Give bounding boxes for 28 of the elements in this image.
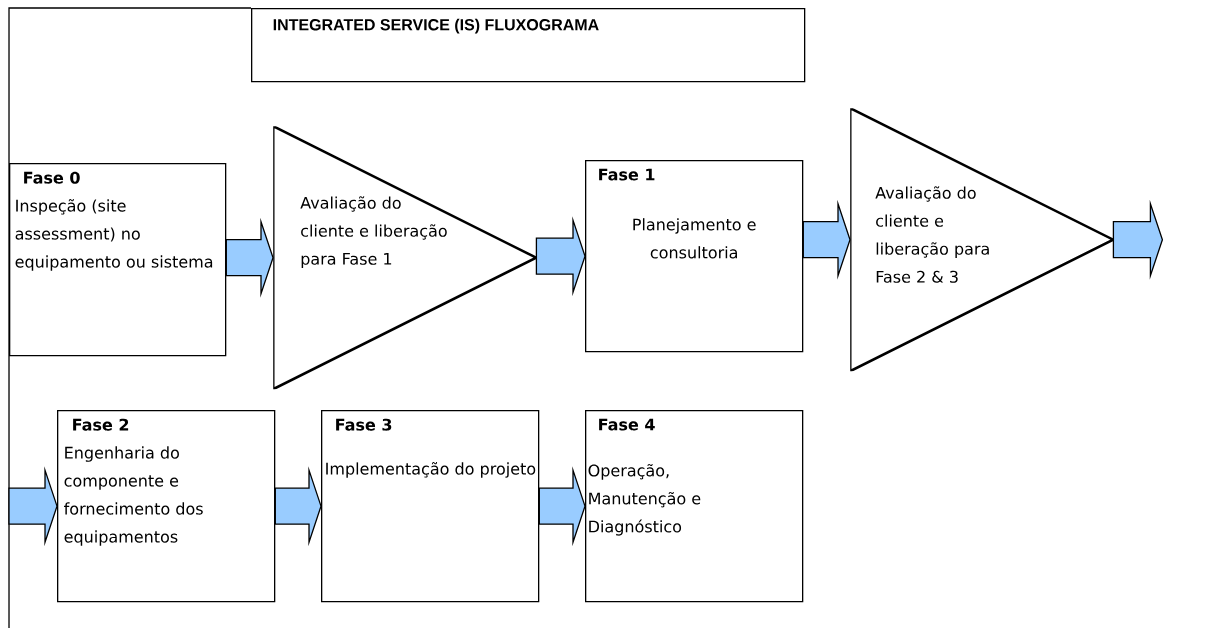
block-arrow — [1112, 199, 1164, 280]
decision-text: Avaliação do cliente e liberação para Fase 2 & 3 — [875, 186, 989, 283]
phase-box — [321, 410, 540, 603]
phase-heading: Fase 3 — [336, 418, 392, 431]
block-arrow — [225, 217, 274, 298]
block-arrow — [535, 216, 586, 297]
phase-description: Inspeção (site assessment) no equipamento ou sistema — [15, 199, 213, 271]
phase-box — [585, 410, 804, 603]
decision-triangle — [273, 126, 537, 390]
phase-heading: Fase 1 — [599, 168, 655, 181]
title-box — [251, 8, 806, 83]
phase-box — [57, 410, 276, 603]
decision-triangle — [850, 108, 1114, 372]
phase-heading: Fase 2 — [73, 418, 129, 431]
phase-heading: Fase 0 — [24, 171, 80, 184]
phase-description: Implementação do projeto — [326, 462, 536, 478]
phase-box — [9, 163, 227, 357]
block-arrow — [8, 466, 58, 547]
phase-box — [585, 160, 804, 353]
phase-heading: Fase 4 — [599, 418, 655, 431]
title-text: INTEGRATED SERVICE (IS) FLUXOGRAMA — [273, 18, 599, 34]
phase-description: Planejamento e consultoria — [633, 218, 756, 259]
block-arrow — [274, 466, 322, 547]
block-arrow — [538, 466, 586, 547]
decision-text: Avaliação do cliente e liberação para Fase 1 — [300, 196, 447, 268]
phase-description: Engenharia do componente e fornecimento dos equipamentos — [64, 446, 203, 546]
phase-description: Operação, Manutenção e Diagnóstico — [588, 463, 701, 536]
block-arrow — [802, 199, 851, 280]
